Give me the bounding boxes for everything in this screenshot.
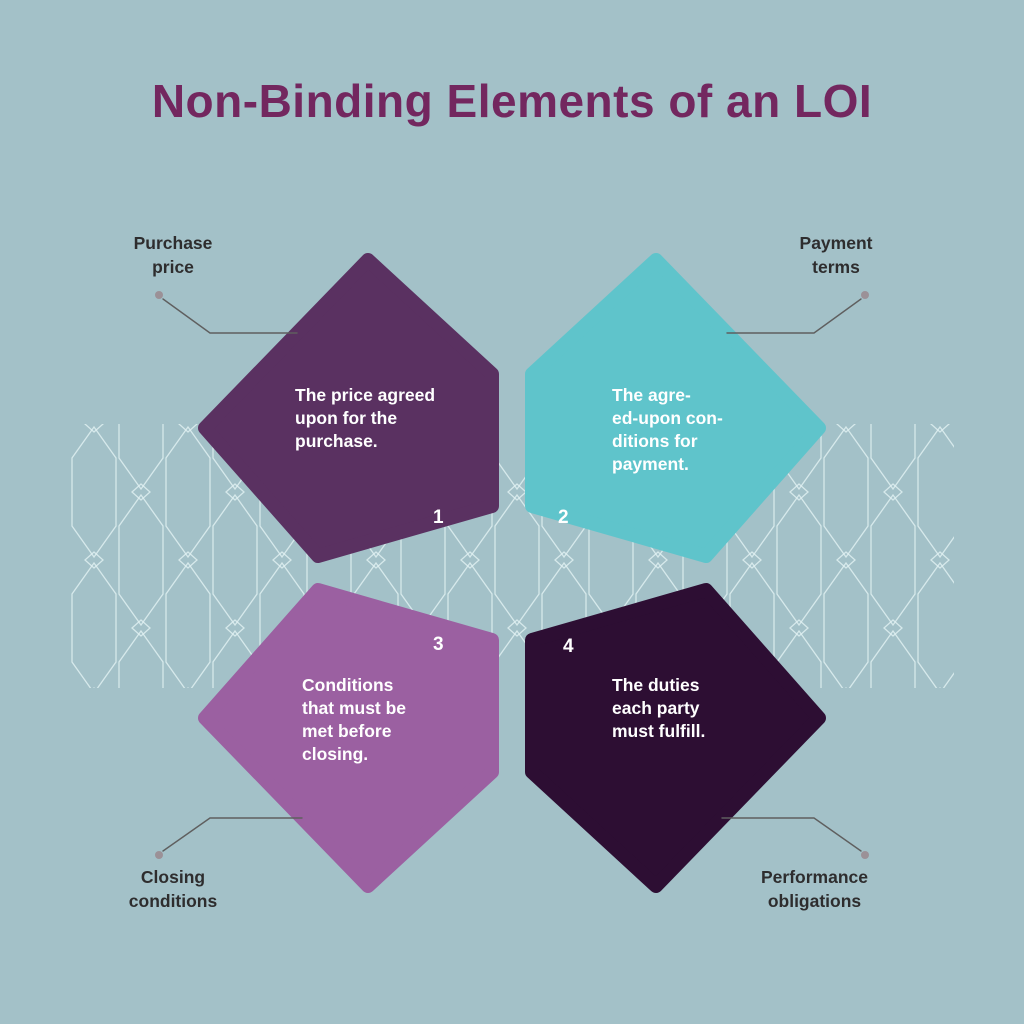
description-performance-obligations: The duties each party must fulfill. [612,675,706,742]
petal-shape-payment-terms [525,253,826,563]
petal-group-1 [198,253,499,563]
connector-line-1 [162,298,298,334]
connector-dot-3 [155,851,163,859]
petal-shape-closing-conditions [198,583,499,893]
connector-dot-4 [861,851,869,859]
decor-pattern-band [70,424,954,688]
connector-line-2 [726,298,862,334]
connector-payment-terms [726,291,869,334]
petal-number-4: 4 [563,636,574,657]
petal-number-1: 1 [433,507,444,528]
connector-performance-obligations [721,817,869,859]
petal-number-2: 2 [558,507,569,528]
petal-group-3 [198,583,499,893]
petal-group-4 [525,583,826,893]
connector-purchase-price [155,291,298,334]
connector-closing-conditions [155,817,303,859]
label-closing-conditions: Closing conditions [128,867,218,911]
connector-line-3 [162,817,303,852]
connector-dot-2 [861,291,869,299]
page-title: Non-Binding Elements of an LOI [151,75,873,127]
petal-group-2 [525,253,826,563]
description-payment-terms: The agre- ed-upon con- ditions for payme… [612,385,723,475]
label-performance-obligations: Performance obligations [761,867,868,911]
petal-shape-purchase-price [198,253,499,563]
label-purchase-price: Purchase price [133,233,213,277]
connector-dot-1 [155,291,163,299]
petal-number-3: 3 [433,634,444,655]
label-payment-terms: Payment terms [799,233,873,277]
petal-shape-performance-obligations [525,583,826,893]
description-purchase-price: The price agreed upon for the purchase. [295,385,436,452]
connector-line-4 [721,817,862,852]
description-closing-conditions: Conditions that must be met before closi… [302,675,407,765]
